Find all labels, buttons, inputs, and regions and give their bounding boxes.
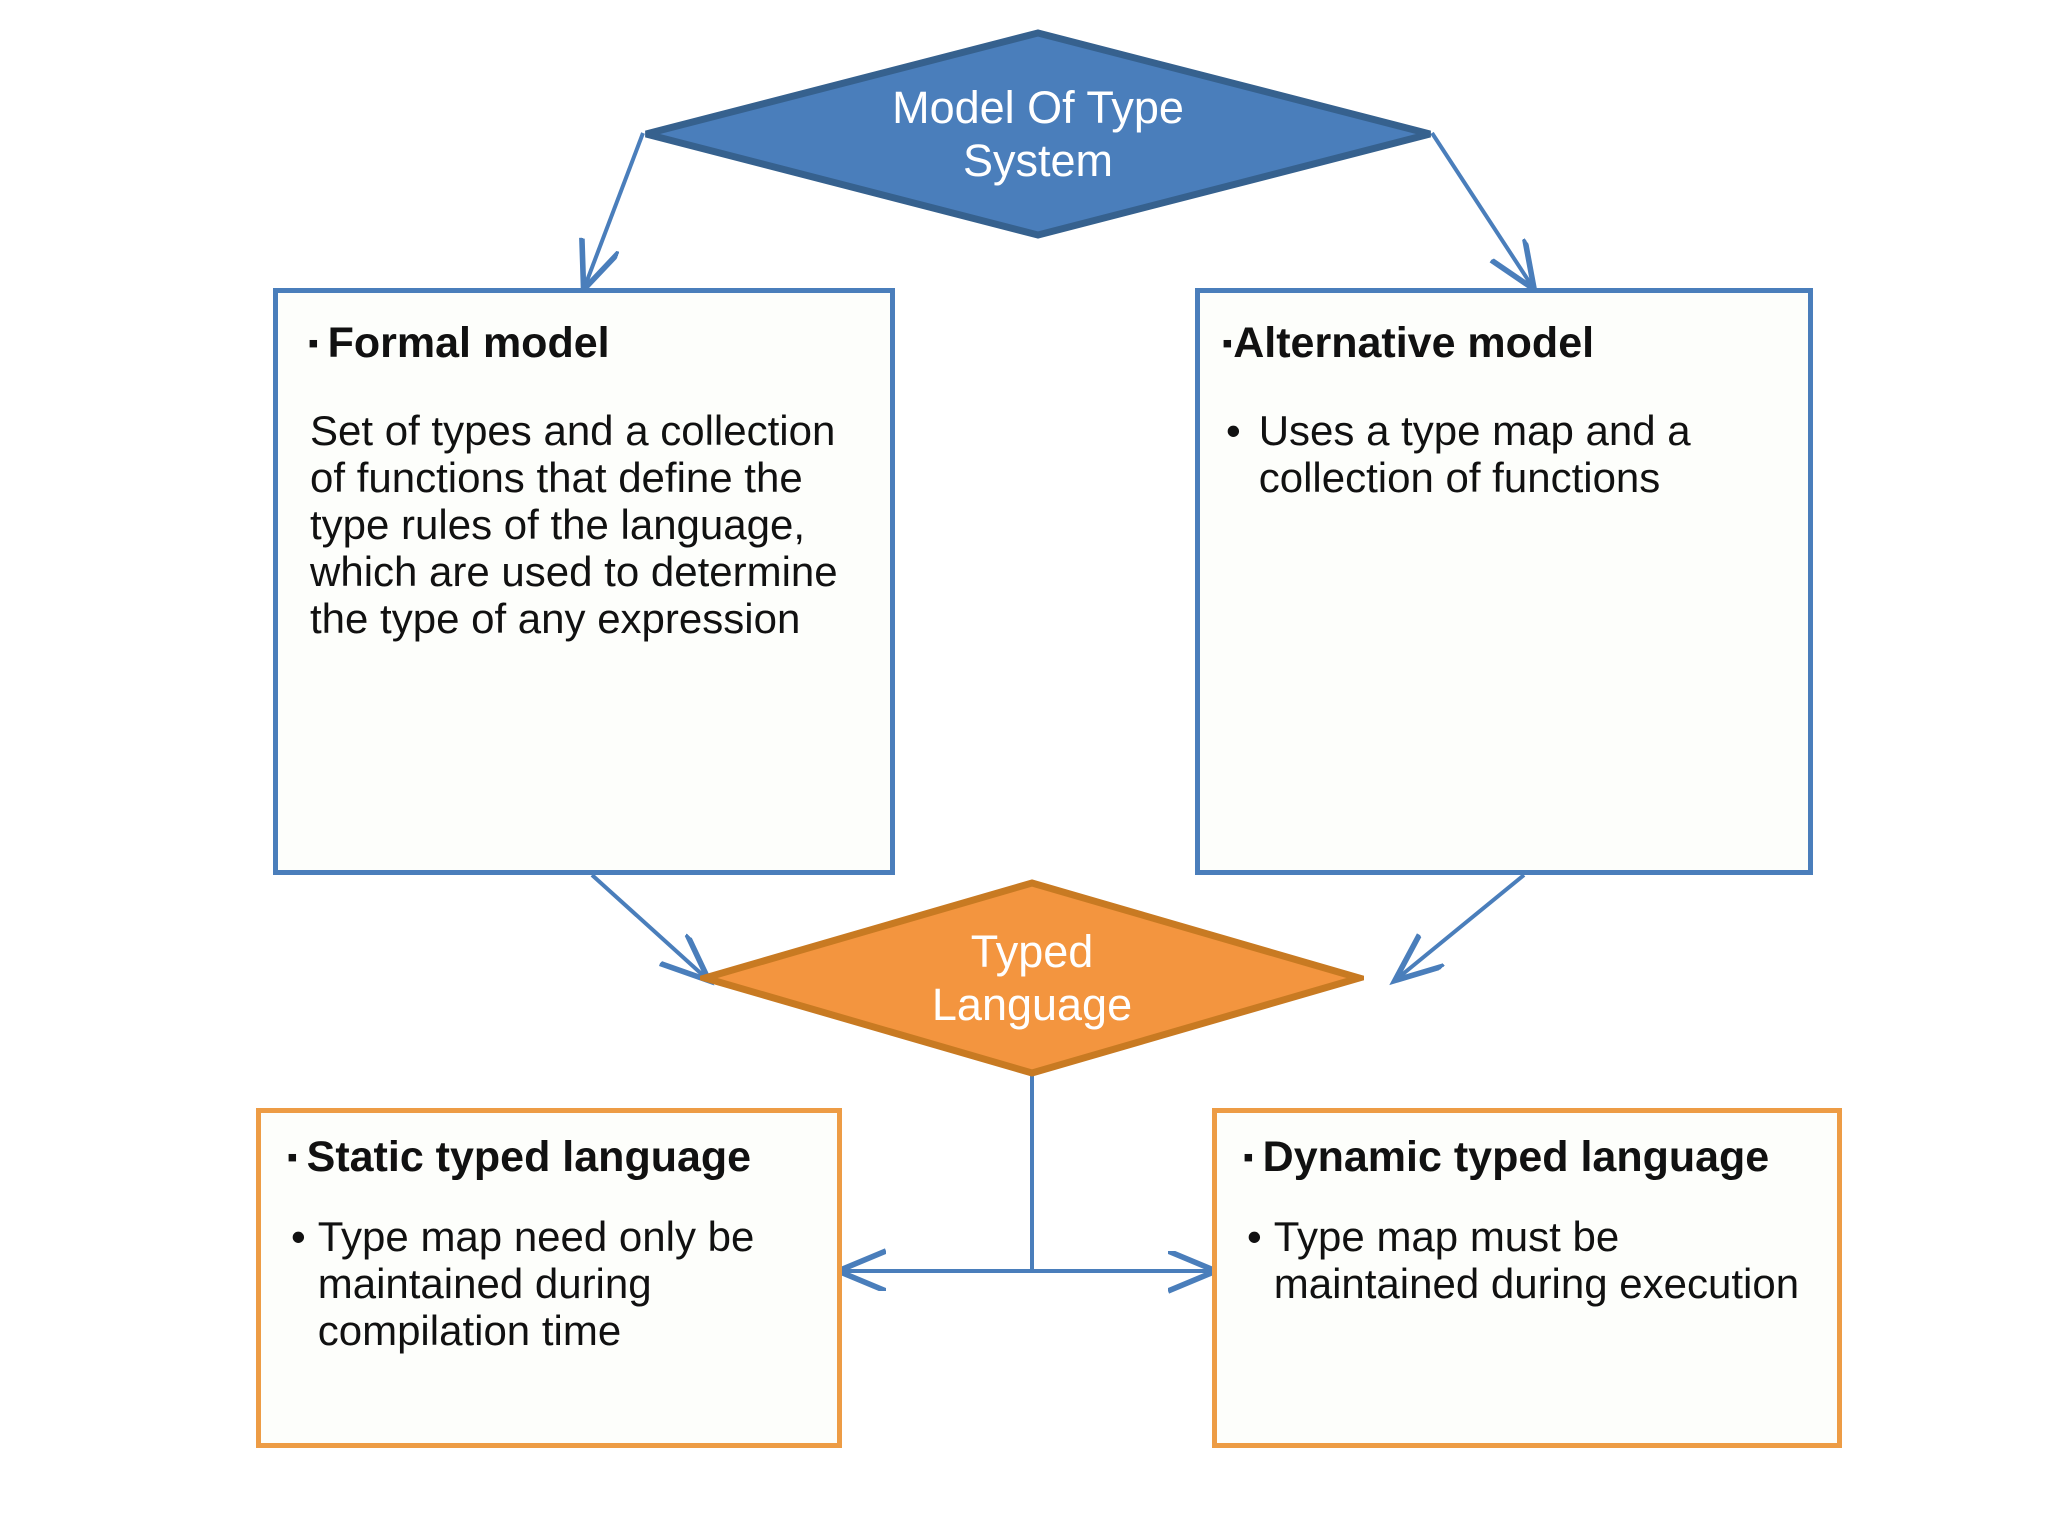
connector-alternative-to-typed [1398,873,1526,978]
square-bullet-icon: ▪ [287,1140,298,1174]
connector-root-to-alternative [1430,131,1532,286]
static-typed-body-text: Type map need only be maintained during … [317,1213,755,1355]
diamond-shape-blue [645,29,1431,239]
node-model-of-type-system[interactable]: Model Of Type System [641,28,1435,240]
node-label-typed-language: Typed Language [931,925,1133,1030]
square-bullet-icon: ▪ [1222,326,1233,360]
square-bullet-icon: ▪ [1243,1140,1254,1174]
connector-formal-to-typed [590,873,706,978]
node-alternative-model[interactable]: ▪Alternative model • Uses a type map and… [1195,288,1813,875]
static-typed-heading-text: Static typed language [306,1133,752,1181]
node-formal-model[interactable]: ▪Formal model Set of types and a collect… [273,288,895,875]
dynamic-typed-body-text: Type map must be maintained during execu… [1273,1213,1800,1308]
node-static-typed-language[interactable]: ▪Static typed language • Type map need o… [256,1108,842,1448]
round-bullet-icon: • [1226,407,1241,455]
diamond-shape-orange [700,879,1364,1077]
static-typed-heading: ▪Static typed language [287,1133,817,1181]
round-bullet-icon: • [1247,1213,1262,1261]
connector-root-to-formal [585,132,645,286]
formal-model-heading-text: Formal model [327,319,610,367]
formal-model-heading: ▪Formal model [308,319,860,367]
round-bullet-icon: • [291,1213,306,1261]
dynamic-typed-heading: ▪Dynamic typed language [1243,1133,1817,1181]
formal-model-body: Set of types and a collection of functio… [310,407,838,643]
alternative-model-body-text: Uses a type map and a collection of func… [1258,407,1691,502]
square-bullet-icon: ▪ [308,326,319,360]
dynamic-typed-body: • Type map must be maintained during exe… [1243,1213,1817,1307]
alternative-model-body: • Uses a type map and a collection of fu… [1222,407,1778,501]
static-typed-body: • Type map need only be maintained durin… [287,1213,817,1354]
dynamic-typed-heading-text: Dynamic typed language [1262,1133,1770,1181]
alternative-model-heading: ▪Alternative model [1222,319,1778,367]
node-label-model-of-type-system: Model Of Type System [892,81,1184,186]
node-dynamic-typed-language[interactable]: ▪Dynamic typed language • Type map must … [1212,1108,1842,1448]
alternative-model-heading-text: Alternative model [1233,319,1595,367]
node-typed-language[interactable]: Typed Language [700,878,1364,1078]
